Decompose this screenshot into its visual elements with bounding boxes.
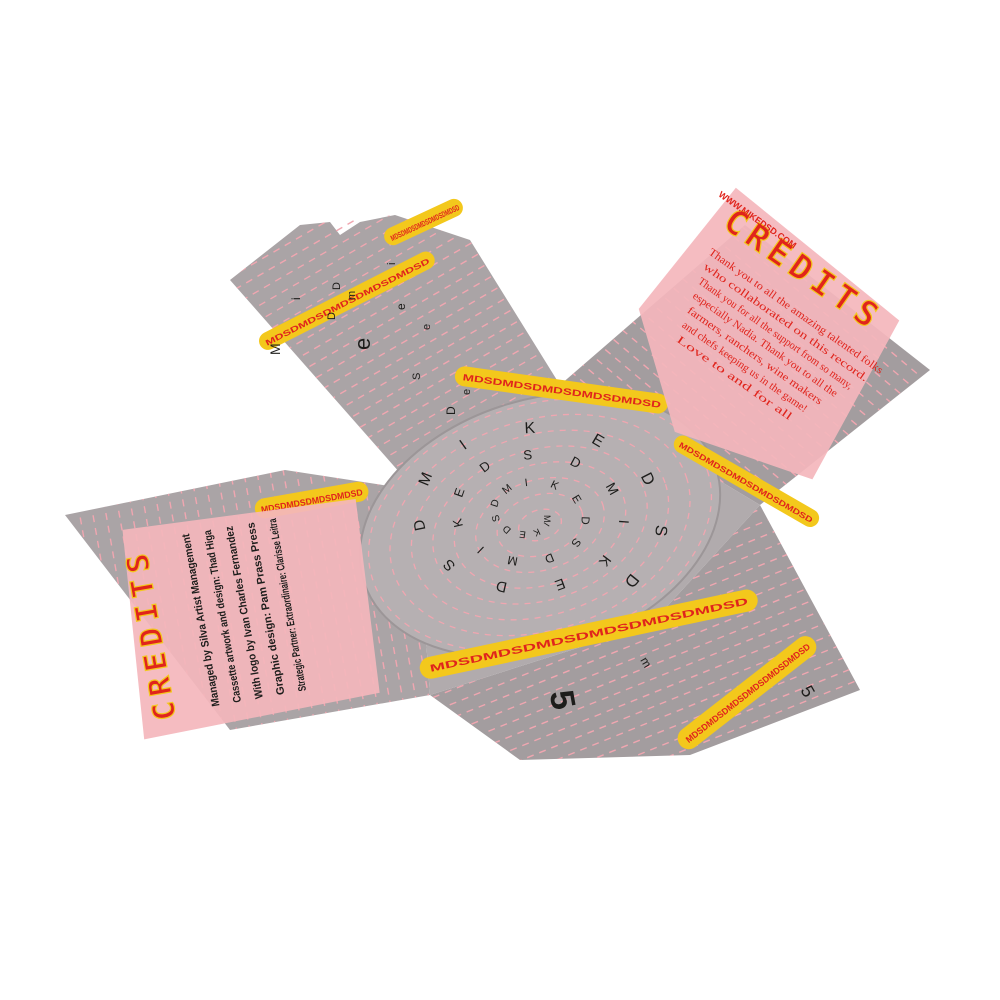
top-panel-letter: m xyxy=(346,291,358,300)
top-panel-letter: e xyxy=(350,338,375,350)
disc-ring xyxy=(410,429,670,621)
disc-spiral-letter: M xyxy=(506,553,519,569)
disc-spiral-letter: M xyxy=(416,470,437,488)
dash-line xyxy=(437,654,860,760)
dash-line xyxy=(230,264,560,490)
disc-ring xyxy=(367,397,713,653)
right-credits-card: CREDITS WWW.MIKEDSD.COM Thank you to all… xyxy=(638,187,900,480)
top-panel-letter: D xyxy=(331,282,343,290)
dash-line xyxy=(430,569,860,760)
top-panel-letter: D xyxy=(444,406,458,415)
top-panel-letter: M xyxy=(267,343,283,355)
dash-line xyxy=(230,215,558,380)
dash-line xyxy=(65,470,84,730)
disc-spiral-letter: D xyxy=(411,518,430,532)
dash-line xyxy=(230,215,560,414)
dash-line xyxy=(430,594,860,760)
disc-spiral-letter: E xyxy=(518,528,527,540)
dash-line xyxy=(230,215,545,357)
top-panel-letter: e xyxy=(421,324,433,330)
disc-ring xyxy=(389,413,691,637)
left-credits-card: CREDITS Managed by Silva Artist Manageme… xyxy=(118,498,380,740)
dash-line xyxy=(430,545,860,742)
dash-line xyxy=(230,215,551,369)
dash-line xyxy=(65,470,122,730)
disc-spiral-letter: D xyxy=(495,577,509,595)
disc-ring xyxy=(432,445,648,605)
disc-spiral-letter: I xyxy=(542,521,552,529)
top-panel-letter: S xyxy=(411,373,423,380)
dash-line xyxy=(430,630,860,760)
dash-line xyxy=(230,298,560,490)
top-panel-letter: i xyxy=(386,263,398,265)
top-panel-letter: i xyxy=(289,297,303,300)
dash-line xyxy=(65,470,71,730)
disc-spiral-letter: D xyxy=(578,516,590,525)
top-panel-letter: e xyxy=(461,389,473,395)
top-panel-letter: D xyxy=(326,312,338,320)
disc-spiral-letter: K xyxy=(531,526,542,539)
dash-line xyxy=(430,618,860,760)
disc-spiral-letter: I xyxy=(524,477,528,489)
disc-spiral-letter: K xyxy=(450,517,466,529)
top-panel-letter: e xyxy=(394,303,408,310)
dash-line xyxy=(433,642,860,760)
disc-spiral-letter: S xyxy=(523,447,533,463)
disc-ring xyxy=(475,476,605,574)
dash-line xyxy=(230,215,560,391)
dash-line xyxy=(230,275,560,490)
disc-spiral-letter: D xyxy=(489,498,502,508)
dash-line xyxy=(65,470,109,730)
disc-spiral-letter: I xyxy=(616,519,632,524)
disc-spiral-letter: K xyxy=(524,420,536,437)
dash-line xyxy=(65,470,97,730)
disc-spiral-letter: S xyxy=(651,524,670,537)
dash-line xyxy=(230,286,560,490)
disc-spiral-letter: M xyxy=(542,515,552,523)
disc-spiral-letter: S xyxy=(490,513,502,523)
disc-ring xyxy=(453,461,627,589)
disc-ring xyxy=(496,492,584,558)
dash-line xyxy=(430,606,860,760)
dash-line xyxy=(65,470,135,730)
dash-line xyxy=(430,581,860,760)
dash-line xyxy=(430,557,860,754)
dash-line xyxy=(230,215,560,402)
